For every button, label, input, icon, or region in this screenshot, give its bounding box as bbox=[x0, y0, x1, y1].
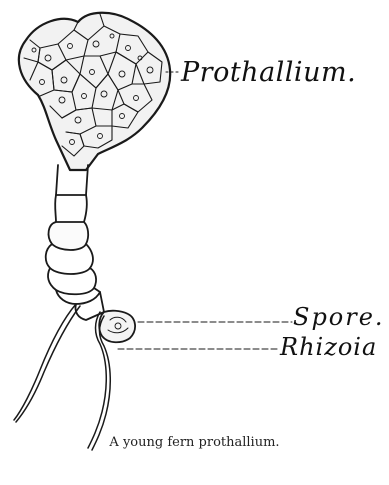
rhizoid-label: Rhizoia bbox=[280, 333, 377, 361]
spore-label: Spore. bbox=[293, 303, 385, 331]
filament-cells bbox=[46, 165, 104, 320]
figure-caption: A young fern prothallium. bbox=[0, 435, 389, 450]
rhizoids bbox=[14, 304, 110, 450]
spore bbox=[99, 311, 135, 343]
prothallium-cell-mass bbox=[19, 13, 170, 170]
prothallium-label: Prothallium. bbox=[181, 57, 356, 88]
